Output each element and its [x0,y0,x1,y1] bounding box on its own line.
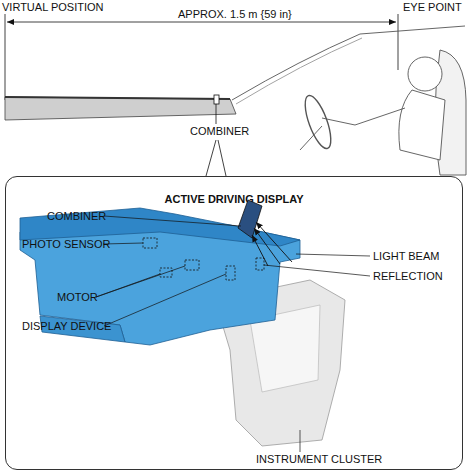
windshield-inner [236,38,362,104]
part-label: LIGHT BEAM [373,250,439,263]
windshield [232,26,465,100]
combiner [214,95,219,104]
windshield-base [5,97,230,99]
vehicle-cabin [5,26,466,175]
part-label: APPROX. 1.5 m {59 in} [178,8,292,21]
dimension-line [5,14,398,100]
steering-column [300,126,322,150]
leader-line [296,254,370,256]
leader-line [300,430,301,452]
light-beam [252,222,292,266]
beam-arrow [252,235,268,266]
part-label: EYE POINT [403,1,462,14]
leader-line [96,266,185,297]
callout-boxes [143,238,264,280]
part-label: VIRTUAL POSITION [2,1,103,14]
extension-line [5,14,6,100]
driver-head [408,57,442,91]
leader-line [216,104,217,124]
part-label: MOTOR [57,291,98,304]
combiner-plate [238,200,262,238]
leader-lines [96,216,370,452]
part-label: INSTRUMENT CLUSTER [256,453,382,466]
leader-line [96,274,160,297]
reflection-box [256,258,264,270]
leader-line [104,274,226,326]
part-label: DISPLAY DEVICE [22,320,111,333]
photo-sensor-box [143,238,157,248]
part-label: COMBINER [190,125,249,138]
leader-line [104,216,241,226]
zoom-line [218,140,226,176]
part-label: REFLECTION [373,270,443,283]
steering-wheel [300,93,336,152]
zoom-line [206,140,216,176]
extension-line [398,14,399,70]
part-label: COMBINER [47,210,106,223]
driver-body [399,90,445,160]
motor-box [185,260,199,270]
inset-title: ACTIVE DRIVING DISPLAY [6,193,462,205]
leader-line [264,265,370,276]
dimension-arrow [7,22,396,23]
driver-arm [322,108,405,125]
part-label: PHOTO SENSOR [22,238,110,251]
dashboard [5,97,236,120]
display-device-box [226,266,235,280]
